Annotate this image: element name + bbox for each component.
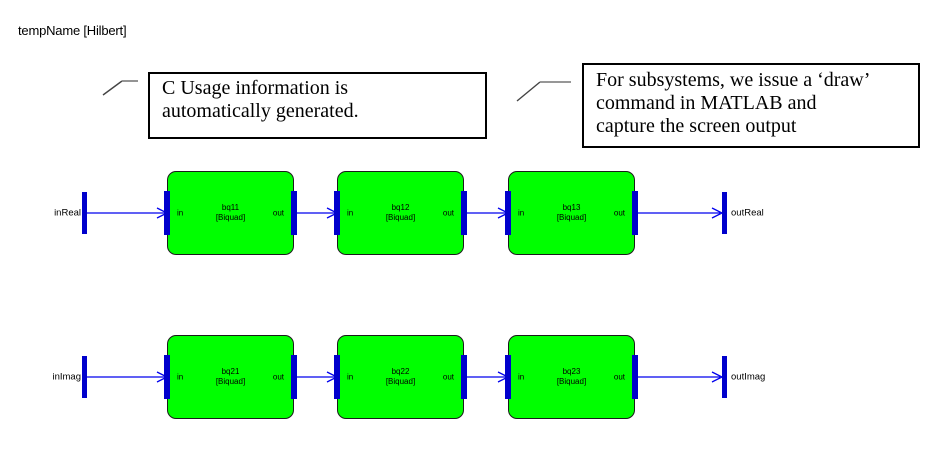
block-outport-bar[interactable] <box>291 191 297 235</box>
outport-label: outImag <box>731 371 766 383</box>
annotation-line: automatically generated. <box>162 100 359 122</box>
block-type: [Biquad] <box>385 213 416 222</box>
annotation-line: For subsystems, we issue a ‘draw’ <box>596 69 871 91</box>
block-inport-bar[interactable] <box>164 355 170 399</box>
block-type: [Biquad] <box>556 213 587 222</box>
block-name-label: bq23[Biquad] <box>509 367 634 387</box>
block-inport-bar[interactable] <box>334 191 340 235</box>
outport-text: out <box>442 208 454 218</box>
block-inport-bar[interactable] <box>334 355 340 399</box>
block-name: bq11 <box>221 203 240 212</box>
annotation-line: command in MATLAB and <box>596 92 817 114</box>
inport-text: in <box>347 208 354 218</box>
block-inport-bar[interactable] <box>505 191 511 235</box>
annotation-box-c-usage[interactable]: C Usage information is automatically gen… <box>148 72 487 139</box>
outport-label: outReal <box>731 207 764 219</box>
block-outport-bar[interactable] <box>461 355 467 399</box>
block-name-label: bq21[Biquad] <box>168 367 293 387</box>
block-type: [Biquad] <box>385 377 416 386</box>
block-type: [Biquad] <box>556 377 587 386</box>
inport-label: inImag <box>52 371 81 383</box>
inport-label: inReal <box>54 207 81 219</box>
callout-leader-line <box>516 81 571 102</box>
inport-bar[interactable] <box>82 192 87 234</box>
outport-text: out <box>613 208 625 218</box>
block-name: bq23 <box>562 367 581 376</box>
block-inport-bar[interactable] <box>164 191 170 235</box>
block-name: bq12 <box>391 203 410 212</box>
block-outport-bar[interactable] <box>461 191 467 235</box>
annotation-line: C Usage information is <box>162 77 349 99</box>
inport-text: in <box>347 372 354 382</box>
outport-bar[interactable] <box>722 356 727 398</box>
callout-leader-line <box>102 80 138 96</box>
model-title: tempName [Hilbert] <box>18 23 127 38</box>
block-name-label: bq13[Biquad] <box>509 203 634 223</box>
outport-bar[interactable] <box>722 192 727 234</box>
inport-text: in <box>518 372 525 382</box>
outport-text: out <box>272 372 284 382</box>
block-name-label: bq11[Biquad] <box>168 203 293 223</box>
inport-text: in <box>177 208 184 218</box>
block-type: [Biquad] <box>215 377 246 386</box>
inport-text: in <box>518 208 525 218</box>
block-name: bq21 <box>221 367 240 376</box>
block-inport-bar[interactable] <box>505 355 511 399</box>
block-outport-bar[interactable] <box>632 355 638 399</box>
inport-bar[interactable] <box>82 356 87 398</box>
annotation-box-subsystems[interactable]: For subsystems, we issue a ‘draw’ comman… <box>582 63 920 148</box>
inport-text: in <box>177 372 184 382</box>
outport-text: out <box>613 372 625 382</box>
block-name-label: bq12[Biquad] <box>338 203 463 223</box>
outport-text: out <box>442 372 454 382</box>
block-name: bq13 <box>562 203 581 212</box>
outport-text: out <box>272 208 284 218</box>
block-outport-bar[interactable] <box>291 355 297 399</box>
block-outport-bar[interactable] <box>632 191 638 235</box>
annotation-line: capture the screen output <box>596 115 797 137</box>
block-name-label: bq22[Biquad] <box>338 367 463 387</box>
block-type: [Biquad] <box>215 213 246 222</box>
block-name: bq22 <box>391 367 410 376</box>
